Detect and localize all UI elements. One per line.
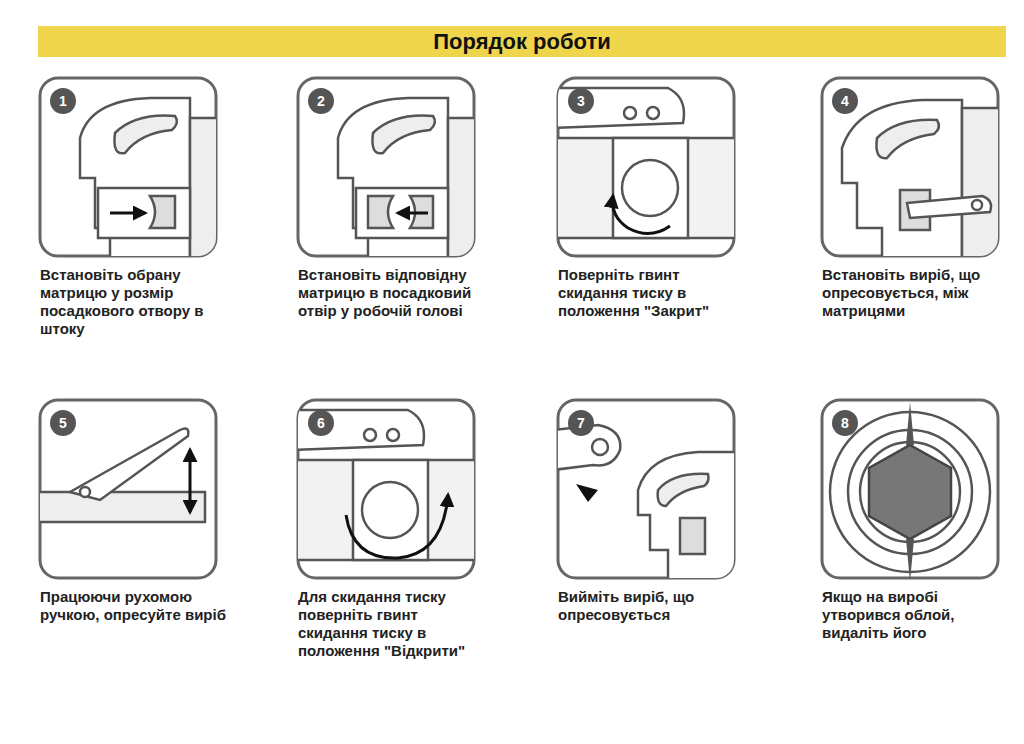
step-panel: Вийміть виріб, що опресовується 7 bbox=[558, 400, 744, 624]
die-insert-head bbox=[338, 98, 488, 268]
callout-number: 2 bbox=[317, 93, 325, 109]
flash-removal bbox=[830, 402, 990, 582]
step-caption: Вийміть виріб, що опресовується bbox=[558, 588, 744, 624]
step-panel: Встановіть обрану матрицю у розмір посад… bbox=[40, 78, 226, 338]
step-panel: Встановіть виріб, що опресовується, між … bbox=[822, 78, 1008, 320]
callout-number: 7 bbox=[577, 415, 585, 431]
step-number-badge: 1 bbox=[50, 88, 76, 114]
step-caption: Встановіть обрану матрицю у розмір посад… bbox=[40, 266, 226, 338]
step-number-badge: 4 bbox=[832, 88, 858, 114]
callout-number: 1 bbox=[59, 93, 67, 109]
pump-handle bbox=[35, 428, 205, 522]
step-caption: Працюючи рухомою ручкою, опресуйте виріб bbox=[40, 588, 226, 624]
workpiece-insert bbox=[842, 100, 1012, 268]
workpiece-remove bbox=[553, 425, 738, 590]
step-panel: Поверніть гвинт скидання тиску в положен… bbox=[558, 78, 744, 320]
step-caption: Для скидання тиску поверніть гвинт скида… bbox=[298, 588, 484, 660]
step-panel: Встановіть відповідну матрицю в посадков… bbox=[298, 78, 484, 320]
step-caption: Якщо на виробі утворився облой, видаліть… bbox=[822, 588, 1008, 642]
step-caption: Встановіть відповідну матрицю в посадков… bbox=[298, 266, 484, 320]
page-title: Порядок роботи bbox=[38, 26, 1006, 57]
step-number-badge: 5 bbox=[50, 410, 76, 436]
step-panel: Працюючи рухомою ручкою, опресуйте виріб… bbox=[40, 400, 226, 624]
panel-frame bbox=[40, 400, 216, 578]
callout-number: 8 bbox=[841, 415, 849, 431]
callout-number: 3 bbox=[577, 93, 585, 109]
callout-number: 6 bbox=[317, 415, 325, 431]
step-number-badge: 7 bbox=[568, 410, 594, 436]
step-number-badge: 8 bbox=[832, 410, 858, 436]
step-number-badge: 6 bbox=[308, 410, 334, 436]
step-panel: Якщо на виробі утворився облой, видаліть… bbox=[822, 400, 1008, 642]
step-number-badge: 2 bbox=[308, 88, 334, 114]
callout-number: 4 bbox=[841, 93, 849, 109]
release-screw-close bbox=[553, 88, 743, 238]
release-screw-open bbox=[293, 410, 483, 560]
step-panel: Для скидання тиску поверніть гвинт скида… bbox=[298, 400, 484, 660]
step-caption: Встановіть виріб, що опресовується, між … bbox=[822, 266, 1008, 320]
callout-number: 5 bbox=[59, 415, 67, 431]
step-caption: Поверніть гвинт скидання тиску в положен… bbox=[558, 266, 744, 320]
die-insert-rod bbox=[80, 98, 230, 268]
step-number-badge: 3 bbox=[568, 88, 594, 114]
